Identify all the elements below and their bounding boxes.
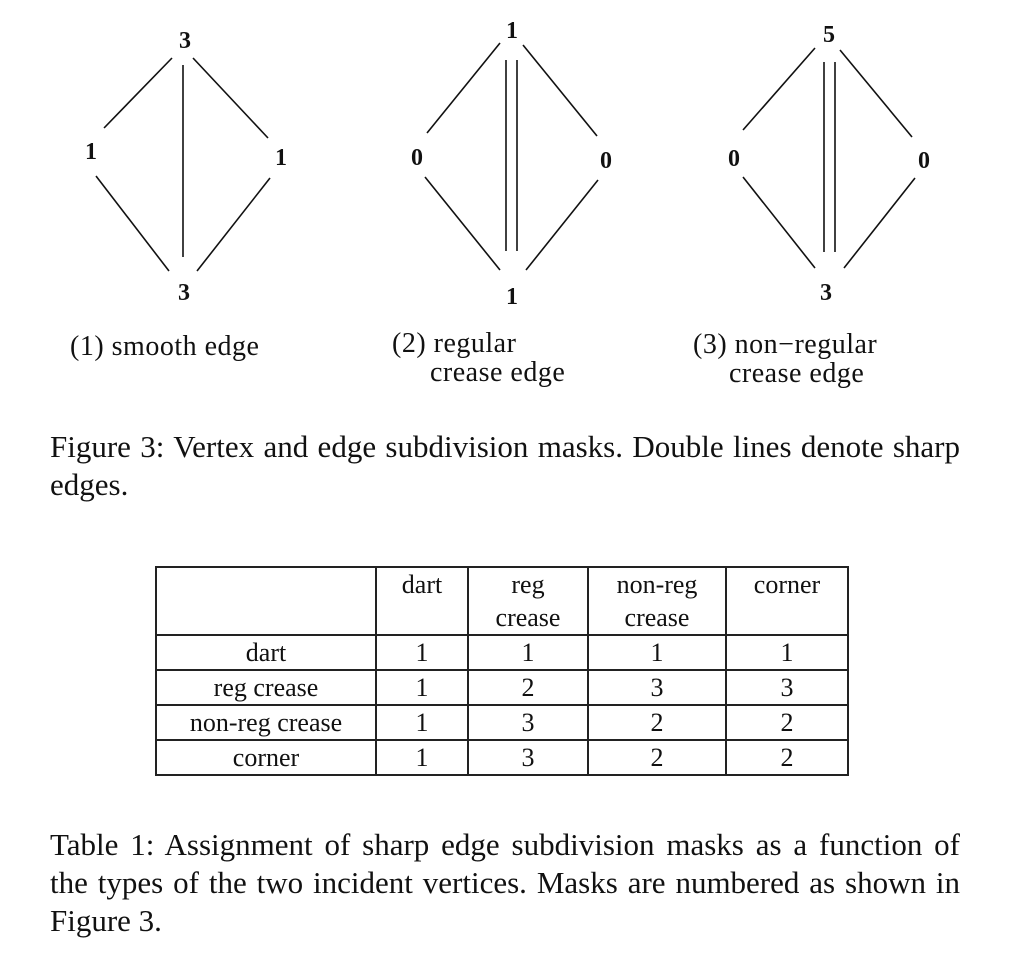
header-cell-line: crease [495,603,561,632]
mask-2-right-weight: 0 [600,148,612,174]
table-cell: 1 [467,634,589,671]
row-label: corner [155,739,377,776]
table-row: non-reg crease 1 3 2 2 [155,704,849,741]
table-cell: 2 [587,739,727,776]
table-cell: 1 [375,669,469,706]
mask-2-left-weight: 0 [411,145,423,171]
table-header-corner-cell [155,566,377,636]
mask-3-label-line1: (3) non−regular [693,329,877,360]
table-cell: 1 [587,634,727,671]
table-cell: 1 [375,704,469,741]
header-cell-line: crease [624,603,690,632]
table-cell: 3 [725,669,849,706]
mask-2-bottom-weight: 1 [506,284,518,310]
header-cell-line: non-reg [616,570,698,599]
mask-1-label: (1) smooth edge [70,331,259,362]
figure-caption: Figure 3: Vertex and edge subdivision ma… [50,429,960,502]
mask-1-top-weight: 3 [179,28,191,54]
table-header-dart: dart [375,566,469,636]
mask-3-label-line2: crease edge [729,358,864,389]
mask-3-right-weight: 0 [918,148,930,174]
mask-1-bottom-weight: 3 [178,280,190,306]
mask-1-edges [95,57,271,272]
mask-2-edges [424,42,599,271]
mask-2-top-weight: 1 [506,18,518,44]
mask-2-label-line2: crease edge [430,357,565,388]
table-header-row: dart reg crease non-reg crease corner [155,566,849,636]
table-caption: Table 1: Assignment of sharp edge subdiv… [50,827,960,938]
mask-3-top-weight: 5 [823,22,835,48]
table-cell: 1 [725,634,849,671]
table-row: dart 1 1 1 1 [155,634,849,671]
mask-2-label-line1: (2) regular [392,328,517,359]
table-cell: 2 [587,704,727,741]
mask-1-left-weight: 1 [85,139,97,165]
table-header-non-reg-crease: non-reg crease [587,566,727,636]
mask-1-right-weight: 1 [275,145,287,171]
mask-3-bottom-weight: 3 [820,280,832,306]
table-header-corner: corner [725,566,849,636]
header-cell-line: dart [401,570,443,599]
mask-3-edges [742,47,916,269]
mask-3-left-weight: 0 [728,146,740,172]
table-cell: 2 [467,669,589,706]
table-header-reg-crease: reg crease [467,566,589,636]
table-cell: 1 [375,634,469,671]
row-label: non-reg crease [155,704,377,741]
row-label: reg crease [155,669,377,706]
subdivision-masks-figure: 3 1 1 3 1 0 0 1 5 0 0 3 (1) smooth edge … [70,18,930,389]
table-row: corner 1 3 2 2 [155,739,849,776]
table-row: reg crease 1 2 3 3 [155,669,849,706]
row-label: dart [155,634,377,671]
header-cell-line: corner [753,570,821,599]
table-cell: 2 [725,704,849,741]
table-cell: 2 [725,739,849,776]
header-cell-line: reg [511,570,545,599]
table-cell: 3 [467,704,589,741]
table-cell: 3 [587,669,727,706]
table-cell: 1 [375,739,469,776]
mask-assignment-table: dart reg crease non-reg crease corner da… [155,566,849,776]
table-cell: 3 [467,739,589,776]
